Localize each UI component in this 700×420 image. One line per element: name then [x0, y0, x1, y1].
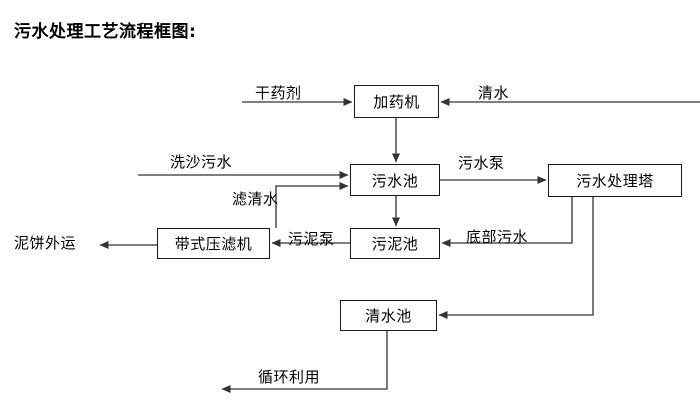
label-bottom-sewage: 底部污水	[466, 228, 529, 246]
label-sand-wash-sewage: 洗沙污水	[170, 153, 233, 171]
label-clean-water: 清水	[478, 84, 510, 102]
label-filtrate-water: 滤清水	[232, 190, 279, 208]
edge-tower-bottom-to-sludge-pool	[441, 197, 573, 247]
label-dry-reagent: 干药剂	[255, 84, 302, 102]
edge-filtrate-to-sewage-pool	[275, 182, 349, 228]
label-sewage-pump: 污水泵	[458, 154, 505, 172]
page-title: 污水处理工艺流程框图:	[14, 22, 197, 42]
edge-clear-water-pool-to-recycle	[221, 331, 388, 393]
edge-tower-to-clear-water-pool	[438, 197, 594, 319]
label-mud-cake-transport: 泥饼外运	[14, 234, 77, 252]
node-sludge-pool[interactable]: 污泥池	[350, 228, 440, 259]
label-recycle-use: 循环利用	[258, 368, 321, 386]
node-treatment-tower[interactable]: 污水处理塔	[548, 164, 682, 197]
node-dosing-machine[interactable]: 加药机	[354, 85, 439, 118]
label-sludge-pump: 污泥泵	[288, 230, 335, 248]
node-belt-filter-press[interactable]: 带式压滤机	[157, 228, 270, 259]
node-clear-water-pool[interactable]: 清水池	[340, 300, 437, 331]
node-sewage-pool[interactable]: 污水池	[350, 164, 440, 196]
